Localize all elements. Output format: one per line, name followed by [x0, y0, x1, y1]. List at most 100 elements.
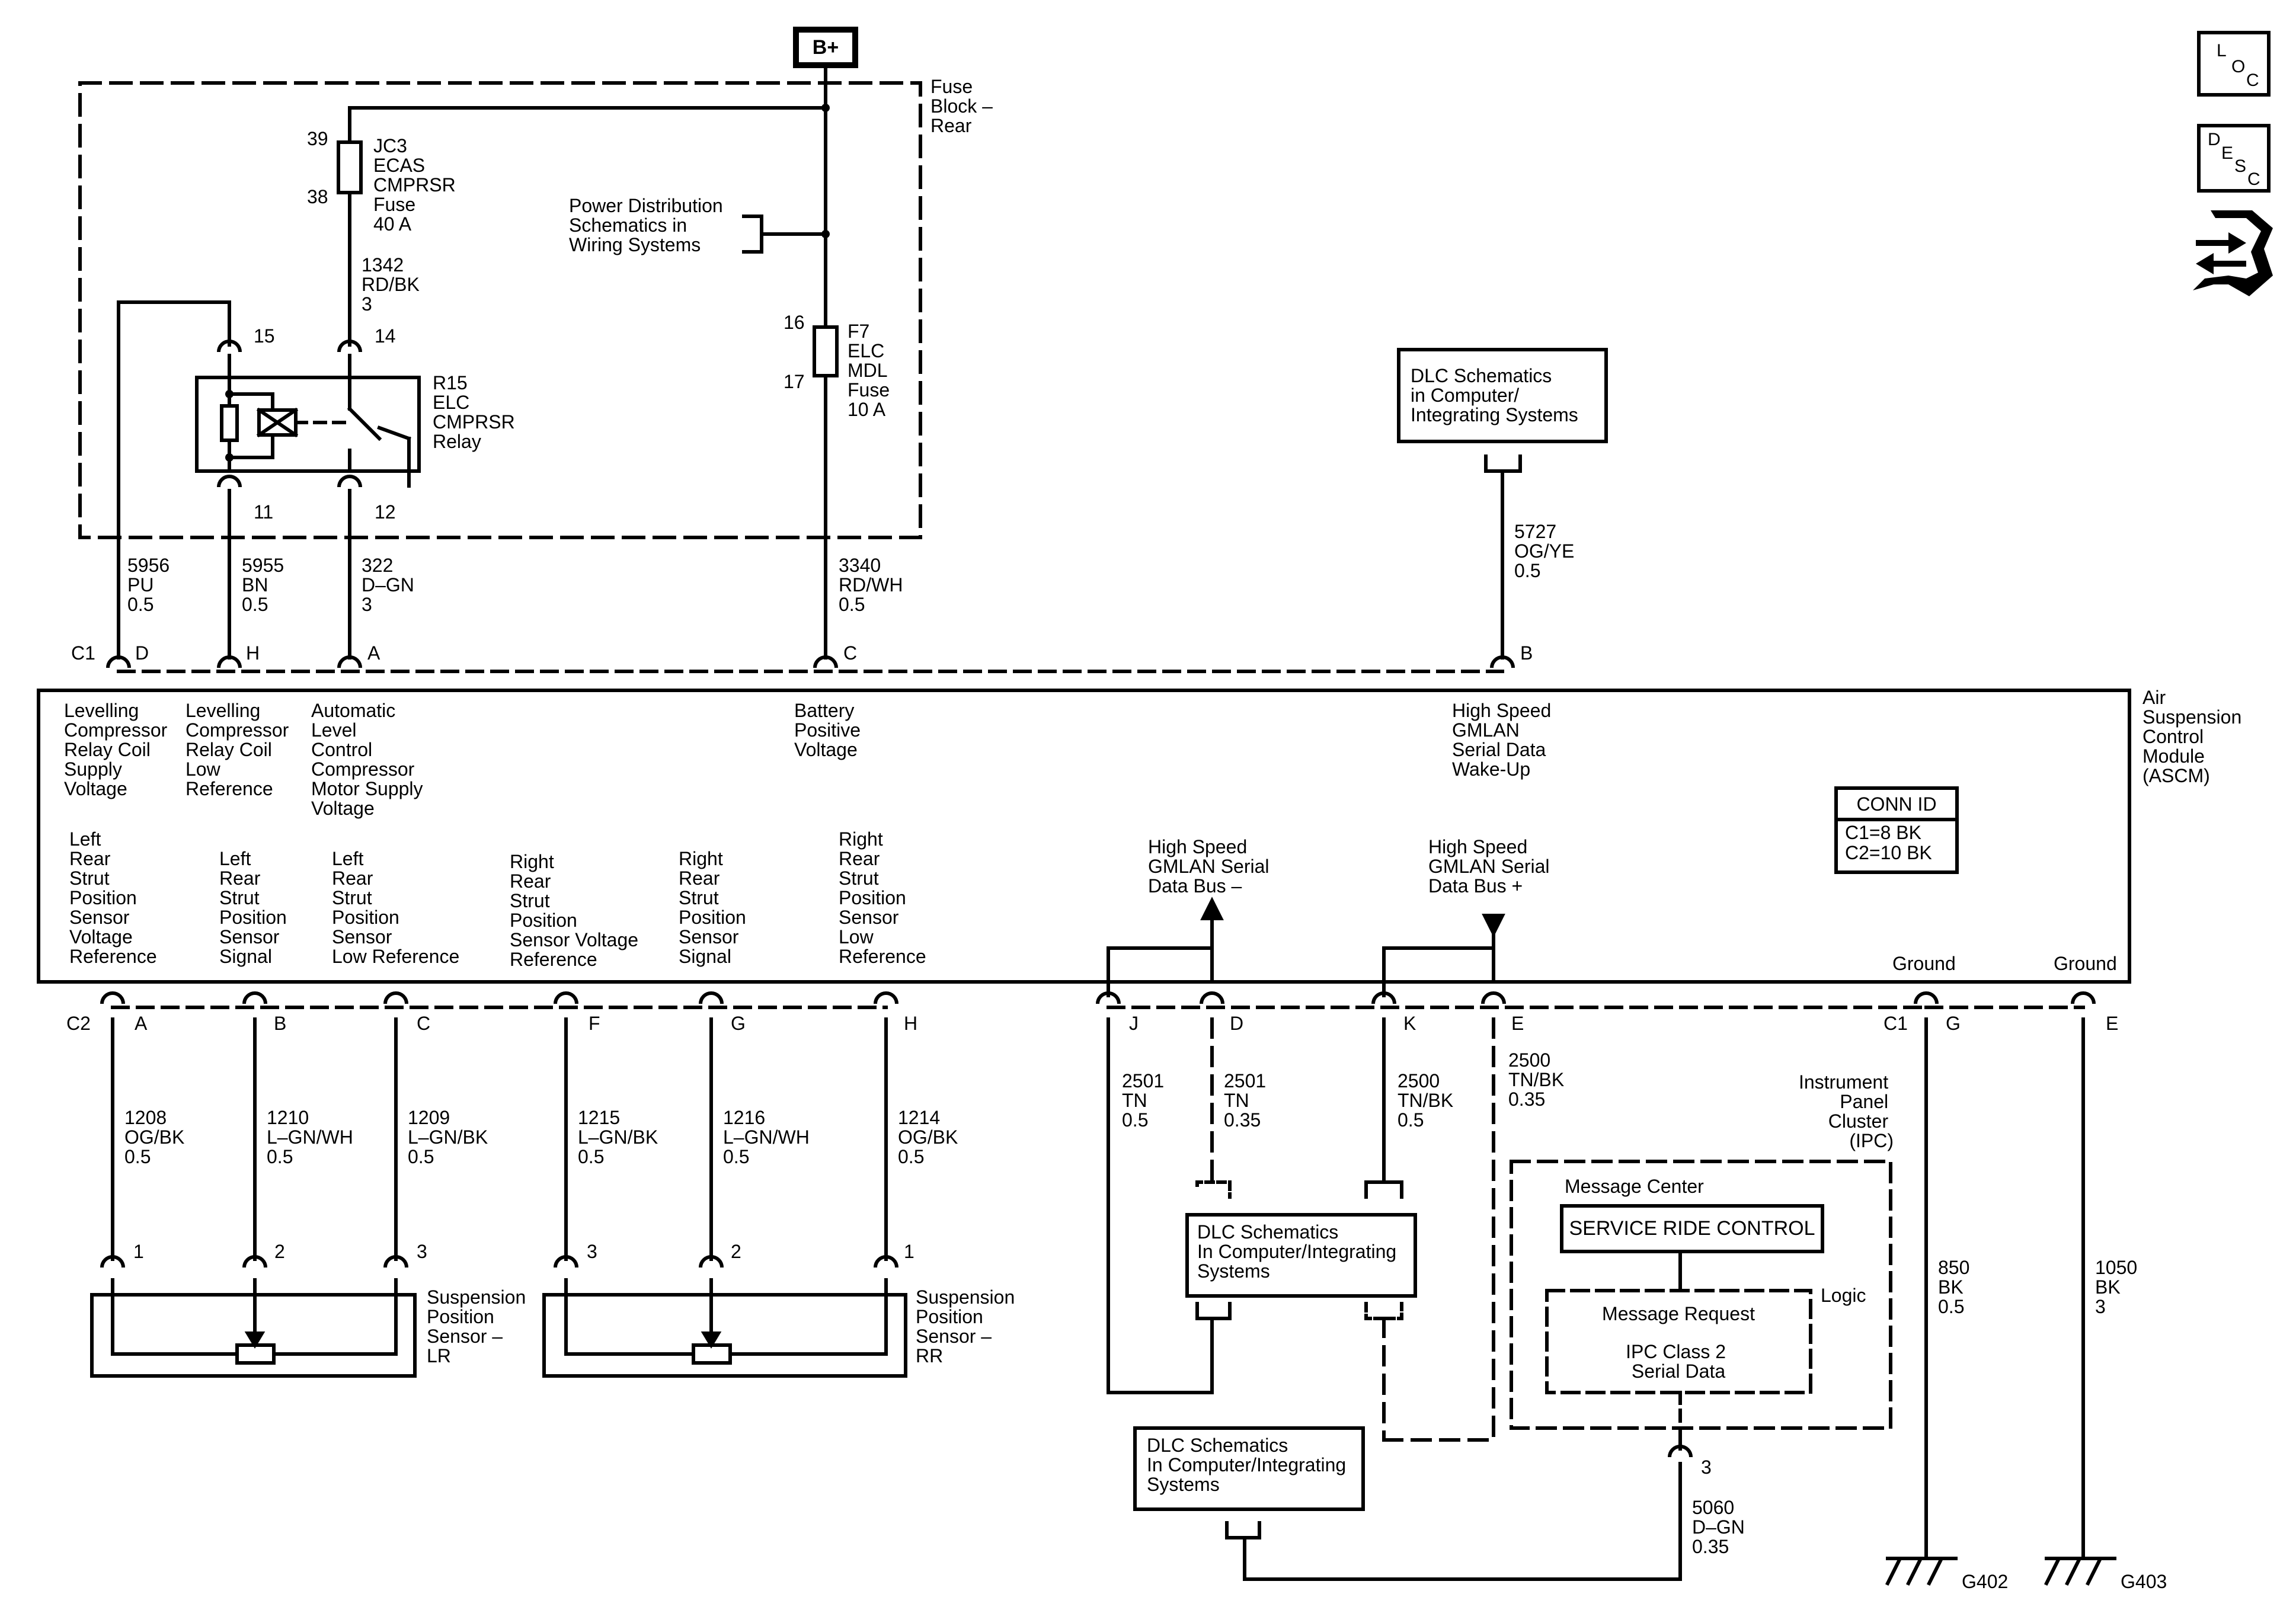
c2-pin-j: J: [1129, 1013, 1139, 1034]
jc3-label: JC3 ECAS CMPRSR Fuse 40 A: [373, 135, 461, 235]
ground-conn-c1: C1: [1884, 1013, 1908, 1034]
power-distribution-ref: Power Distribution Schematics in Wiring …: [569, 195, 728, 255]
fuse-block-boundary: [78, 81, 922, 539]
wire-2500-k-label: 2500 TN/BK 0.5: [1398, 1070, 1459, 1131]
location-icon[interactable]: [2197, 31, 2271, 97]
conn-id-c2: C2=10 BK: [1845, 842, 1932, 863]
c1-pin-h: H: [246, 642, 260, 664]
connector-end-view-icon[interactable]: [2193, 210, 2273, 296]
func-relay-coil-low-ref: Levelling Compressor Relay Coil Low Refe…: [186, 700, 294, 799]
lr-pin-2: 2: [274, 1241, 285, 1262]
ascm-module-box: [37, 689, 2131, 984]
ipc-pin-3: 3: [1701, 1457, 1712, 1478]
relay-label: R15 ELC CMPRSR Relay: [433, 372, 520, 452]
serial-data-label: IPC Class 2 Serial Data: [1626, 1341, 1731, 1382]
wire-5955-label: 5955 BN 0.5: [242, 555, 289, 615]
dlc-ref-bottom-box: [1133, 1426, 1365, 1511]
c1-pin-c: C: [843, 642, 857, 664]
description-icon[interactable]: [2197, 124, 2271, 193]
desc-icon-d: D: [2208, 130, 2221, 149]
logic-label: Logic: [1821, 1285, 1866, 1306]
ground-g402-label: G402: [1962, 1571, 2008, 1592]
ground-pin-g: G: [1946, 1013, 1961, 1034]
relay-r15: [195, 376, 421, 473]
wire-1208-label: 1208 OG/BK 0.5: [124, 1107, 190, 1167]
c2-pin-d: D: [1230, 1013, 1243, 1034]
message-center-label: Message Center: [1565, 1176, 1704, 1197]
c1-label: C1: [71, 642, 95, 664]
dlc-ref-mid-box: [1185, 1213, 1417, 1298]
relay-pin-14: 14: [375, 325, 396, 347]
f7-pin-bottom: 17: [784, 371, 805, 392]
jc3-pin-top: 39: [307, 128, 328, 149]
module-name: Air Suspension Control Module (ASCM): [2142, 687, 2247, 786]
c1-pin-d: D: [135, 642, 149, 664]
func-compressor-motor-supply: Automatic Level Control Compressor Motor…: [311, 700, 428, 819]
ipc-label: Instrument Panel Cluster (IPC): [1799, 1071, 1894, 1151]
wire-1215-label: 1215 L–GN/BK 0.5: [578, 1107, 663, 1167]
service-ride-control-box: [1560, 1204, 1824, 1253]
jc3-pin-bottom: 38: [307, 186, 328, 207]
fuse-block-label: Fuse Block – Rear: [930, 76, 998, 136]
wire-1214-label: 1214 OG/BK 0.5: [898, 1107, 963, 1167]
desc-icon-e: E: [2221, 143, 2233, 163]
service-ride-control-text: SERVICE RIDE CONTROL: [1569, 1217, 1815, 1240]
func-lr-signal: Left Rear Strut Position Sensor Signal: [219, 848, 292, 967]
c2-pin-k: K: [1403, 1013, 1416, 1034]
wire-5956-label: 5956 PU 0.5: [127, 555, 175, 615]
dlc-ref-bottom: DLC Schematics In Computer/Integrating S…: [1147, 1435, 1351, 1495]
desc-icon-s: S: [2234, 156, 2246, 176]
wire-3340-label: 3340 RD/WH 0.5: [839, 555, 908, 615]
c2-pin-e: E: [1511, 1013, 1524, 1034]
fuse-f7: [813, 325, 839, 377]
loc-icon-c: C: [2246, 71, 2259, 90]
func-relay-coil-supply: Levelling Compressor Relay Coil Supply V…: [64, 700, 172, 799]
sensor-lr-label: Suspension Position Sensor – LR: [427, 1286, 531, 1366]
wire-2501-j-label: 2501 TN 0.5: [1122, 1070, 1169, 1131]
relay-pin-12: 12: [375, 501, 396, 523]
wire-1210-label: 1210 L–GN/WH 0.5: [267, 1107, 359, 1167]
sensor-rr-label: Suspension Position Sensor – RR: [916, 1286, 1020, 1366]
ground-pin-e: E: [2106, 1013, 2118, 1034]
c2-pin-h: H: [904, 1013, 917, 1034]
c2-pin-b: B: [274, 1013, 286, 1034]
func-ground-1: Ground: [1892, 953, 1956, 974]
c2-label: C2: [66, 1013, 91, 1034]
supply-label: B+: [813, 36, 839, 59]
wire-1216-label: 1216 L–GN/WH 0.5: [723, 1107, 815, 1167]
wire-1050-label: 1050 BK 3: [2095, 1257, 2142, 1317]
c1-pin-a: A: [367, 642, 380, 664]
func-gmlan-minus: High Speed GMLAN Serial Data Bus –: [1148, 836, 1274, 897]
fuse-jc3: [337, 140, 363, 194]
wire-5060-label: 5060 D–GN 0.35: [1692, 1497, 1750, 1557]
wire-850-label: 850 BK 0.5: [1938, 1257, 1975, 1317]
c1-pin-b: B: [1520, 642, 1533, 664]
rr-pin-2: 2: [731, 1241, 741, 1262]
ipc-boundary: [1510, 1160, 1892, 1430]
loc-icon-o: O: [2231, 57, 2245, 76]
c2-pin-g: G: [731, 1013, 746, 1034]
desc-icon-c: C: [2247, 169, 2260, 189]
wire-2501-d-label: 2501 TN 0.35: [1224, 1070, 1271, 1131]
conn-id-title: CONN ID: [1856, 793, 1936, 815]
dlc-ref-mid: DLC Schematics In Computer/Integrating S…: [1197, 1221, 1402, 1282]
sensor-rr-box: [542, 1293, 907, 1378]
conn-id-c1: C1=8 BK: [1845, 822, 1921, 843]
func-lr-low-ref: Left Rear Strut Position Sensor Low Refe…: [332, 848, 459, 967]
func-rr-signal: Right Rear Strut Position Sensor Signal: [679, 848, 752, 967]
c2-pin-f: F: [589, 1013, 600, 1034]
wire-322-label: 322 D–GN 3: [362, 555, 420, 615]
func-ground-2: Ground: [2054, 953, 2117, 974]
wire-1209-label: 1209 L–GN/BK 0.5: [408, 1107, 493, 1167]
conn-id-box: [1834, 786, 1959, 874]
loc-icon-l: L: [2217, 41, 2227, 60]
rr-pin-1: 1: [904, 1241, 914, 1262]
f7-pin-top: 16: [784, 312, 805, 333]
func-gmlan-wakeup: High Speed GMLAN Serial Data Wake-Up: [1452, 700, 1556, 780]
func-lr-voltage-ref: Left Rear Strut Position Sensor Voltage …: [69, 828, 157, 967]
ground-g403-label: G403: [2121, 1571, 2167, 1592]
func-rr-voltage-ref: Right Rear Strut Position Sensor Voltage…: [510, 851, 644, 970]
func-gmlan-plus: High Speed GMLAN Serial Data Bus +: [1428, 836, 1555, 897]
lr-pin-1: 1: [133, 1241, 144, 1262]
